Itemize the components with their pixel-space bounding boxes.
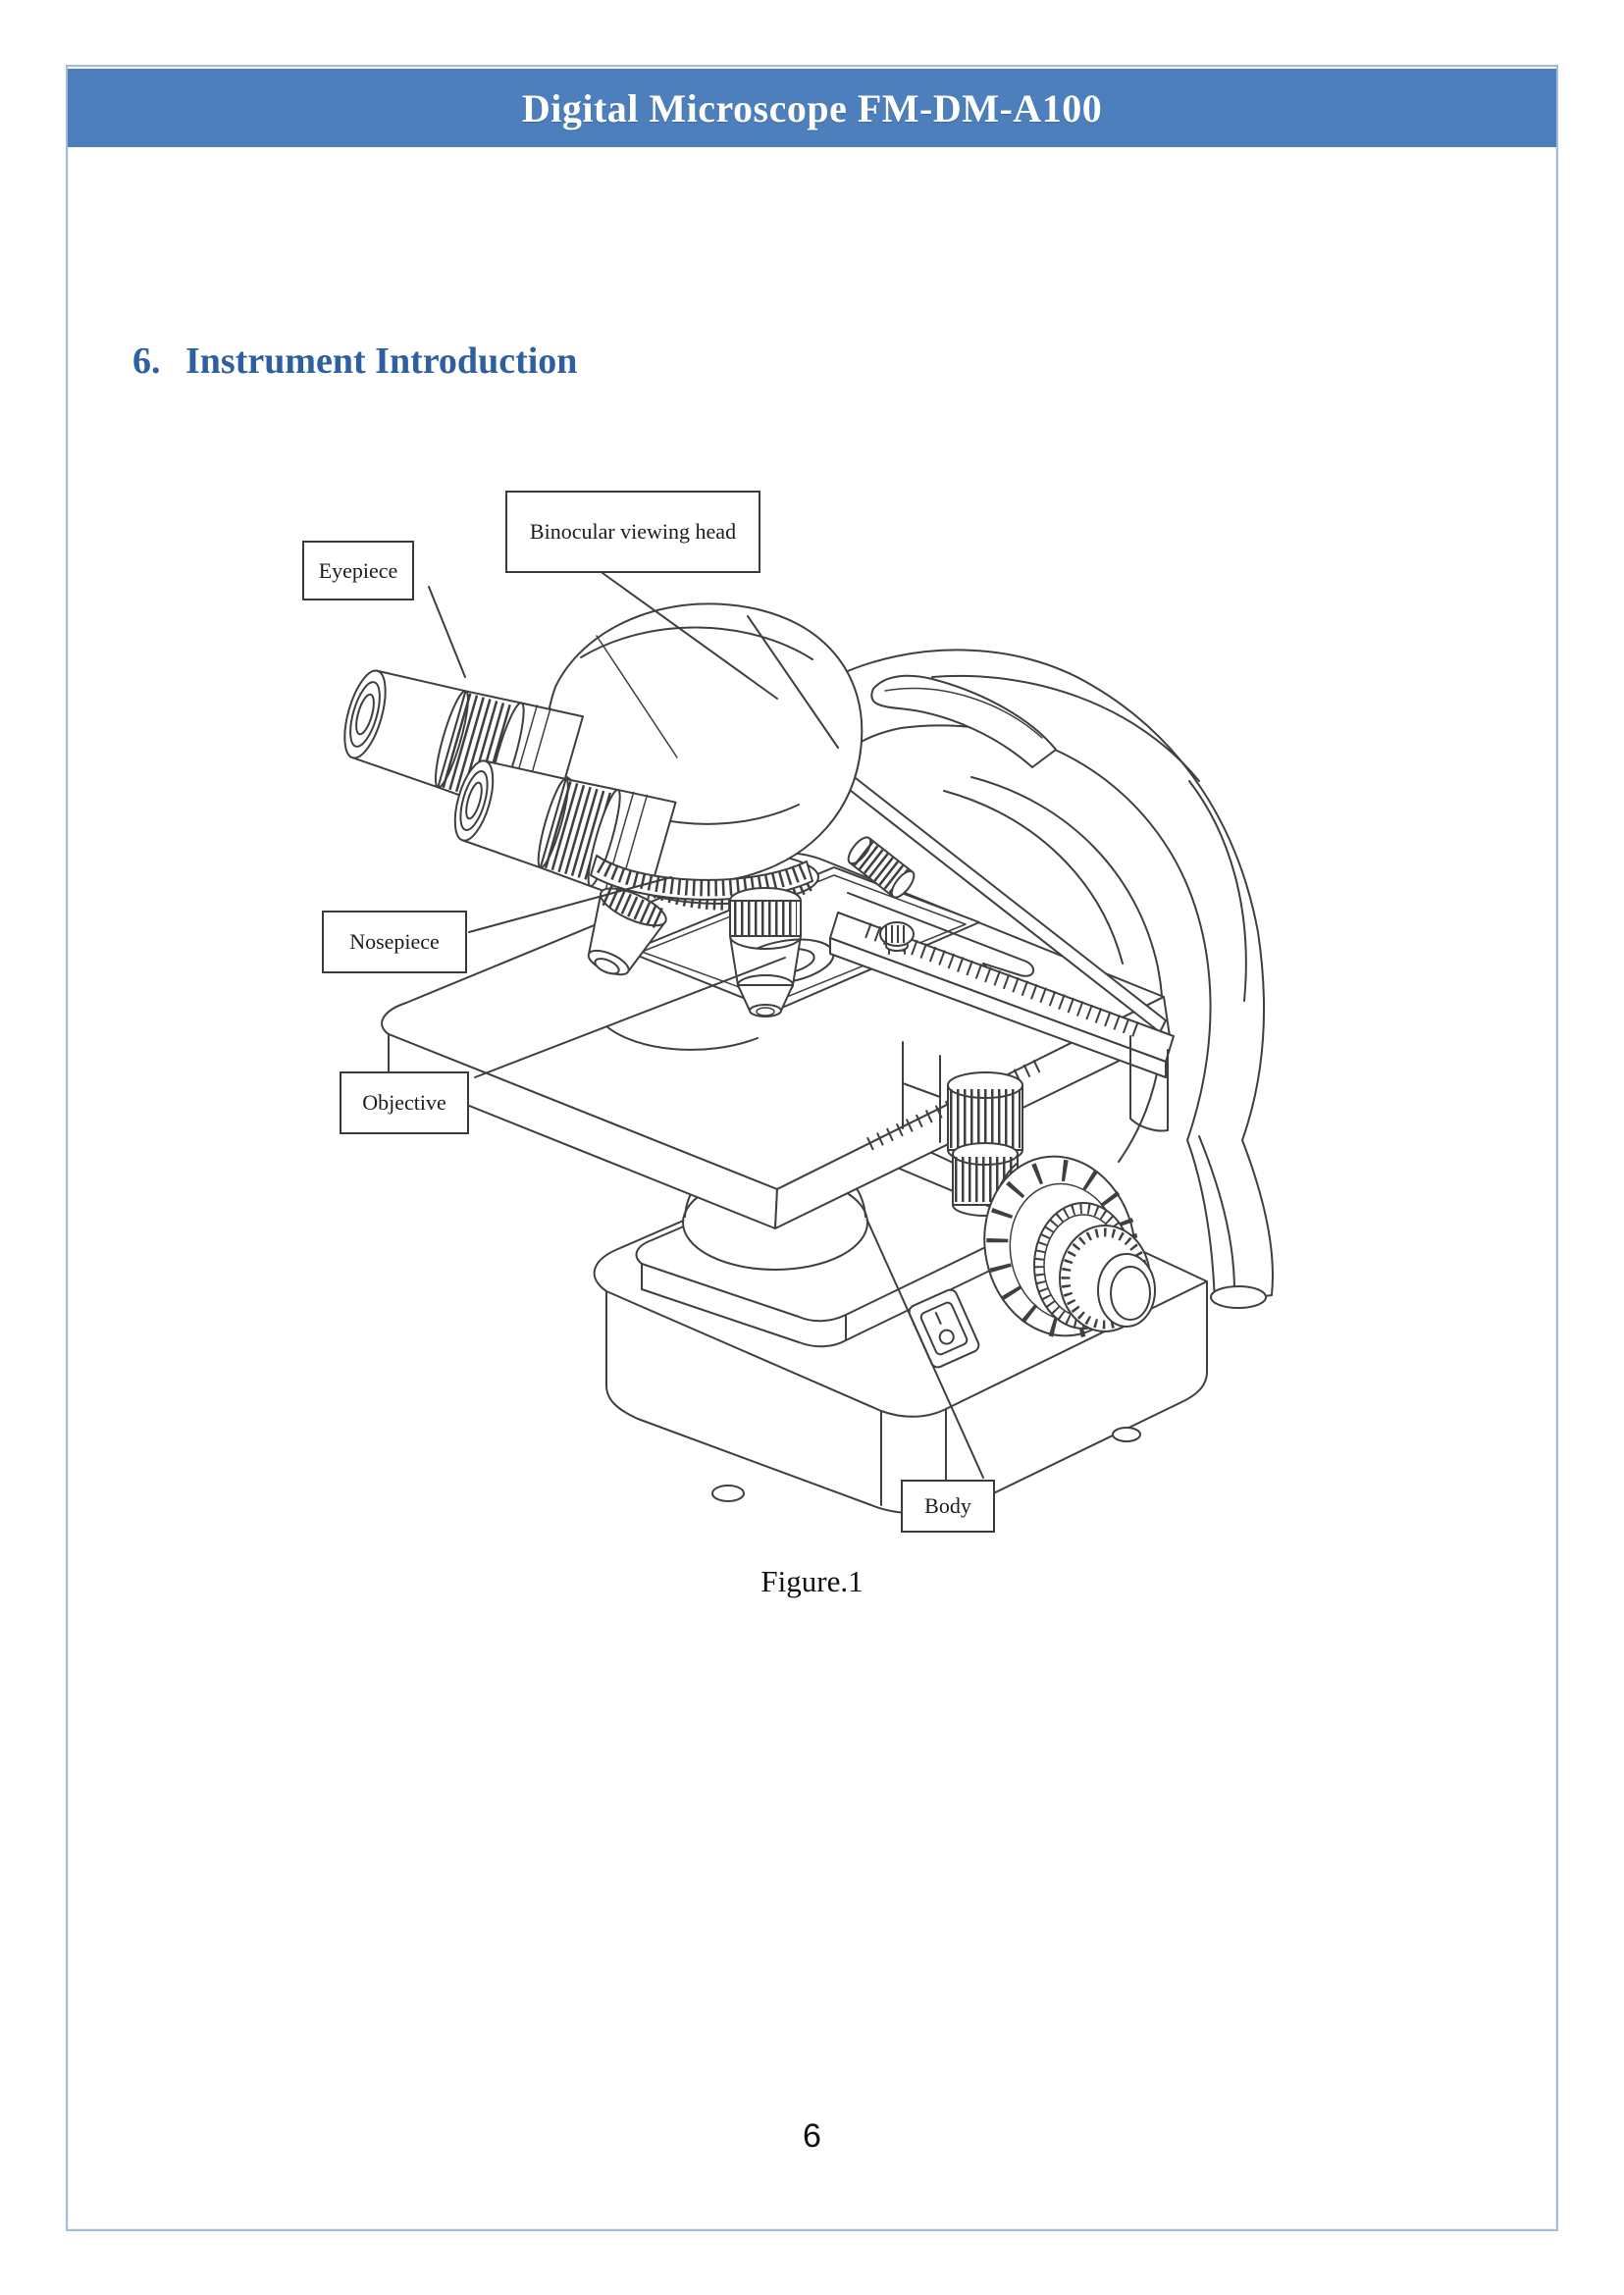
section-heading: 6. Instrument Introduction: [132, 339, 577, 383]
stage-drawing: [381, 756, 1175, 1229]
nosepiece-objectives-drawing: [587, 855, 813, 1017]
figure-label-objective: Objective: [340, 1071, 469, 1134]
leader-lines: [428, 572, 984, 1479]
figure-label-binocular-viewing-head-text: Binocular viewing head: [529, 519, 737, 544]
arm-drawing: [833, 649, 1274, 1309]
section-title: Instrument Introduction: [185, 340, 578, 382]
section-number: 6.: [132, 340, 161, 382]
figure-label-nosepiece: Nosepiece: [322, 911, 467, 973]
figure-label-binocular-viewing-head: Binocular viewing head: [505, 491, 760, 573]
figure-label-objective-text: Objective: [362, 1090, 446, 1115]
figure-label-eyepiece: Eyepiece: [302, 541, 414, 600]
figure-label-eyepiece-text: Eyepiece: [318, 557, 398, 583]
figure-label-body: Body: [901, 1480, 995, 1533]
page-border: [66, 65, 1558, 2231]
page-number: 6: [803, 2117, 821, 2155]
figure-caption: Figure.1: [760, 1564, 864, 1598]
eyepieces-drawing: [343, 669, 677, 908]
figure-label-body-text: Body: [924, 1493, 971, 1518]
header-bar: Digital Microscope FM-DM-A100: [68, 69, 1556, 147]
header-title: Digital Microscope FM-DM-A100: [521, 85, 1103, 130]
focus-knob-drawing: [983, 1155, 1156, 1339]
figure-label-nosepiece-text: Nosepiece: [349, 929, 440, 954]
